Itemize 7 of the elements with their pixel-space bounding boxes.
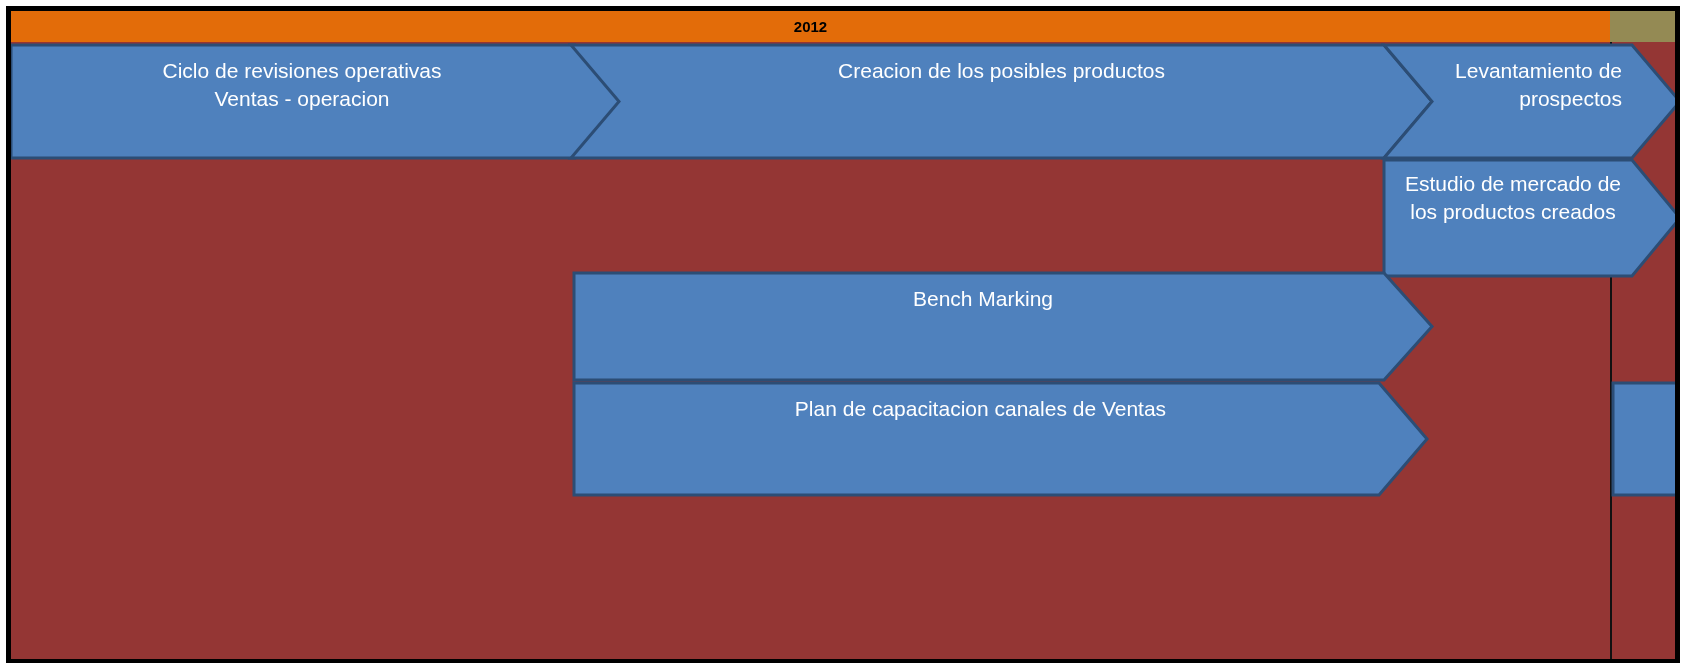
year-label: 2012 — [793, 18, 828, 35]
task-label: Bench Marking — [912, 287, 1054, 310]
task-label: Creacion de los posibles productos — [838, 59, 1165, 82]
task-label: Plan de capacitacion canales de Ventas — [794, 397, 1167, 420]
task-label: Levantamiento de prospectos — [1455, 59, 1622, 110]
task-label: Estudio de mercado de los productos creados — [1405, 172, 1621, 223]
task-label: Ciclo de revisiones operativas Ventas - operacion — [162, 59, 442, 110]
